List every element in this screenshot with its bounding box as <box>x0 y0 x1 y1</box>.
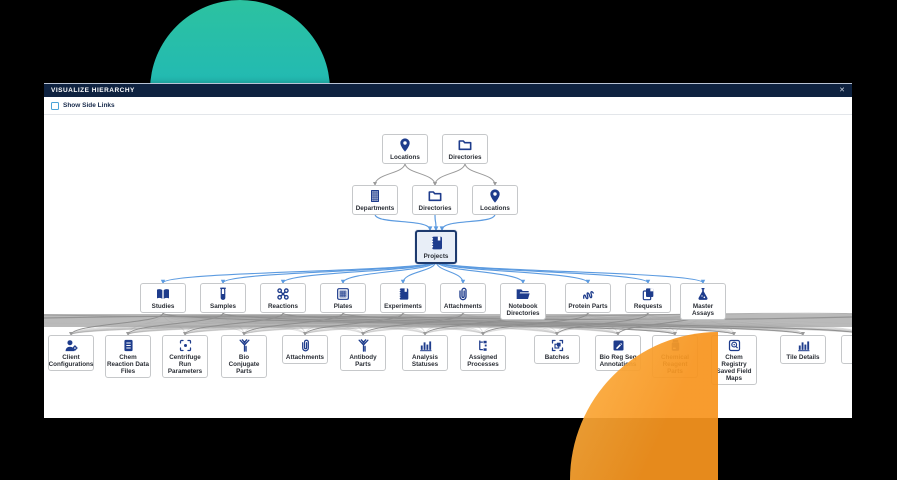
hierarchy-edges <box>44 162 852 336</box>
node-label: Master Assays <box>691 303 715 317</box>
node-label: Bio Conjugate Parts <box>228 354 260 375</box>
batch-icon <box>550 338 565 353</box>
folder-icon <box>457 137 473 153</box>
node-attachments[interactable]: Attachments <box>282 335 328 364</box>
node-plates[interactable]: Plates <box>320 283 366 313</box>
plate-icon <box>335 286 351 302</box>
node-locations[interactable]: Locations <box>382 134 428 164</box>
node-label: Client Configurations <box>48 354 94 368</box>
node-chem-reaction-data-files[interactable]: Chem Reaction Data Files <box>105 335 151 378</box>
node-label: Plates <box>333 303 353 310</box>
node-analysis-statuses[interactable]: Analysis Statuses <box>402 335 448 371</box>
node-label: Reactions <box>267 303 299 310</box>
node-antibody-parts[interactable]: Antibody Parts <box>340 335 386 371</box>
node-label: Attachments <box>443 303 483 310</box>
node-requests[interactable]: Requests <box>625 283 671 313</box>
visualize-hierarchy-modal: VISUALIZE HIERARCHY ✕ Show Side Links Lo… <box>44 83 852 418</box>
node-label: Requests <box>633 303 663 310</box>
node-samples[interactable]: Samples <box>200 283 246 313</box>
paperclip-icon <box>298 338 313 353</box>
pencil-icon <box>611 338 626 353</box>
hierarchy-diagram: Locations Directories Departments Direct… <box>44 115 852 418</box>
node-label: Chem Registry Saved Field Maps <box>716 354 752 382</box>
node-attachments[interactable]: Attachments <box>440 283 486 313</box>
folder-icon <box>427 188 443 204</box>
antibody-icon <box>356 338 371 353</box>
node-centrifuge-run-parameters[interactable]: Centrifuge Run Parameters <box>162 335 208 378</box>
show-side-links-checkbox[interactable] <box>51 101 59 110</box>
node-label: Centrifuge Run Parameters <box>167 354 203 375</box>
copies-icon <box>640 286 656 302</box>
document-icon <box>121 338 136 353</box>
node-label: Tile Details <box>786 354 820 361</box>
notebook-icon <box>395 286 411 302</box>
test-tube-icon <box>215 286 231 302</box>
node-a[interactable]: A <box>841 335 852 364</box>
close-icon[interactable]: ✕ <box>839 87 845 94</box>
node-projects[interactable]: Projects <box>415 230 457 264</box>
node-assigned-processes[interactable]: Assigned Processes <box>460 335 506 371</box>
modal-title: VISUALIZE HIERARCHY <box>51 87 135 94</box>
flask-icon <box>695 286 711 302</box>
node-label: Locations <box>390 154 420 161</box>
paperclip-icon <box>455 286 471 302</box>
node-label: Departments <box>355 205 395 212</box>
node-label: Antibody Parts <box>349 354 377 368</box>
map-pin-icon <box>397 137 413 153</box>
node-label: Experiments <box>384 303 422 310</box>
node-departments[interactable]: Departments <box>352 185 398 215</box>
node-tile-details[interactable]: Tile Details <box>780 335 826 364</box>
node-label: Protein Parts <box>568 303 608 310</box>
node-reactions[interactable]: Reactions <box>260 283 306 313</box>
node-label: Bio Reg Seq Annotations <box>599 354 637 368</box>
node-label: Samples <box>210 303 236 310</box>
node-chem-registry-saved-field-maps[interactable]: Chem Registry Saved Field Maps <box>711 335 757 385</box>
book-icon <box>155 286 171 302</box>
node-batches[interactable]: Batches <box>534 335 580 364</box>
node-label: Assigned Processes <box>467 354 499 368</box>
process-tree-icon <box>476 338 491 353</box>
node-label: Notebook Directories <box>506 303 540 317</box>
node-directories[interactable]: Directories <box>442 134 488 164</box>
coil-icon <box>580 286 596 302</box>
node-experiments[interactable]: Experiments <box>380 283 426 313</box>
modal-header: VISUALIZE HIERARCHY ✕ <box>44 83 852 97</box>
node-label: Directories <box>418 205 452 212</box>
node-label: Directories <box>448 154 482 161</box>
molecule-icon <box>275 286 291 302</box>
show-side-links-label[interactable]: Show Side Links <box>63 102 115 109</box>
scan-target-icon <box>178 338 193 353</box>
notebook-icon <box>427 234 445 252</box>
node-label: Studies <box>151 303 175 310</box>
node-bio-conjugate-parts[interactable]: Bio Conjugate Parts <box>221 335 267 378</box>
bar-chart-icon <box>418 338 433 353</box>
folder-open-icon <box>515 286 531 302</box>
antibody-icon <box>237 338 252 353</box>
options-row: Show Side Links <box>44 97 852 115</box>
map-pin-icon <box>487 188 503 204</box>
node-label: Attachments <box>285 354 325 361</box>
node-label: Analysis Statuses <box>411 354 439 368</box>
building-icon <box>367 188 383 204</box>
node-locations[interactable]: Locations <box>472 185 518 215</box>
node-notebook-directories[interactable]: Notebook Directories <box>500 283 546 320</box>
node-client-configurations[interactable]: Client Configurations <box>48 335 94 371</box>
bar-chart-icon <box>796 338 811 353</box>
node-protein-parts[interactable]: Protein Parts <box>565 283 611 313</box>
node-label: Locations <box>480 205 510 212</box>
node-label: Batches <box>544 354 570 361</box>
user-gear-icon <box>64 338 79 353</box>
node-master-assays[interactable]: Master Assays <box>680 283 726 320</box>
node-studies[interactable]: Studies <box>140 283 186 313</box>
node-directories[interactable]: Directories <box>412 185 458 215</box>
node-label: Chem Reaction Data Files <box>107 354 149 375</box>
node-label: Projects <box>423 253 449 260</box>
registry-map-icon <box>727 338 742 353</box>
